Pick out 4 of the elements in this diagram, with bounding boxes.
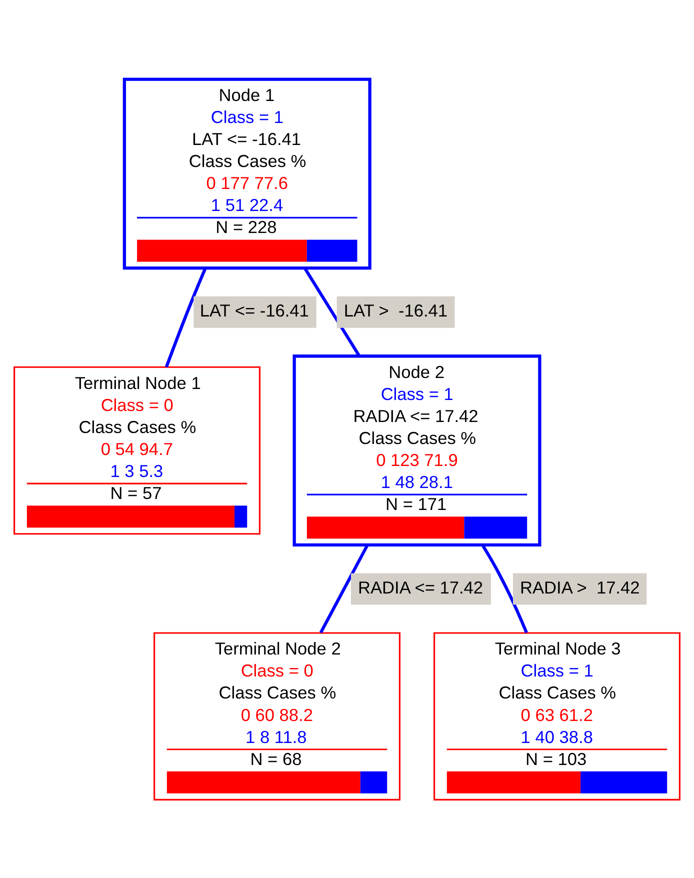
edge-label: RADIA <= 17.42: [358, 576, 484, 597]
edge-label: LAT <= -16.41: [200, 300, 309, 320]
edge-label: LAT > -16.41: [344, 300, 448, 320]
edge-label: RADIA > 17.42: [520, 576, 640, 597]
